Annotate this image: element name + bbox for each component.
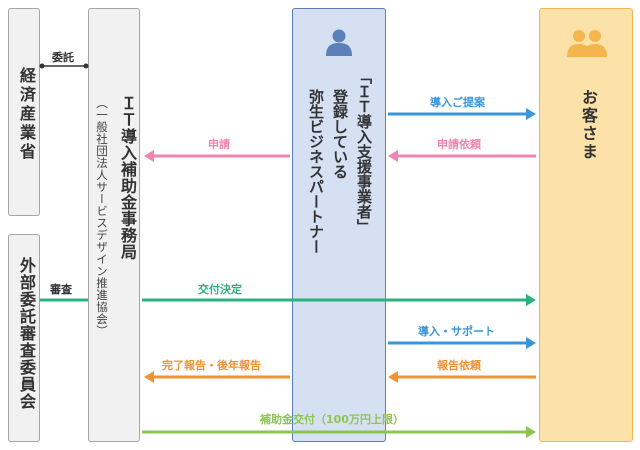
report-request-arrow: [388, 371, 536, 383]
install-support-arrow: [388, 337, 536, 349]
grant-decision-label: 交付決定: [198, 283, 242, 296]
completion-report-arrow: [144, 371, 290, 383]
partner-line1: 「ＩＴ導入支援事業者」: [355, 69, 373, 234]
proposal-arrow: [388, 108, 536, 120]
secretariat-title: ＩＴ導入補助金事務局: [118, 95, 137, 260]
secretariat-box: ＩＴ導入補助金事務局 （一般社団法人サービスデザイン推進協会）: [88, 8, 140, 442]
meti-box: 経済産業省: [8, 8, 40, 216]
external-committee-label: 外部委託審査委員会: [17, 257, 36, 410]
secretariat-subtitle: （一般社団法人サービスデザイン推進協会）: [95, 97, 109, 337]
person-icon: [326, 29, 352, 56]
partner-box: 「ＩＴ導入支援事業者」 登録している 弥生ビジネスパートナー: [292, 8, 386, 442]
partner-line3: 弥生ビジネスパートナー: [307, 89, 325, 254]
partner-line2: 登録している: [331, 89, 349, 179]
completion-report-label: 完了報告・後年報告: [162, 359, 261, 372]
proposal-label: 導入ご提案: [430, 96, 485, 109]
subsidy-payment-label: 補助金交付（100万円上限）: [260, 413, 404, 426]
client-label: お客さま: [579, 89, 598, 161]
client-box: お客さま: [539, 8, 633, 442]
apply-request-label: 申請依頼: [437, 138, 481, 151]
people-icon: [567, 30, 607, 57]
apply-arrow: [144, 150, 290, 162]
grant-decision-arrow: [142, 294, 536, 306]
entrust-label: 委託: [52, 51, 74, 64]
external-committee-box: 外部委託審査委員会: [8, 234, 40, 442]
apply-request-arrow: [388, 150, 536, 162]
entrust-connector: [39, 63, 89, 69]
meti-label: 経済産業省: [17, 67, 36, 162]
report-request-label: 報告依頼: [437, 359, 481, 372]
apply-label: 申請: [208, 138, 230, 151]
subsidy-payment-arrow: [142, 426, 536, 438]
review-label: 審査: [50, 283, 72, 296]
install-support-label: 導入・サポート: [418, 325, 495, 338]
